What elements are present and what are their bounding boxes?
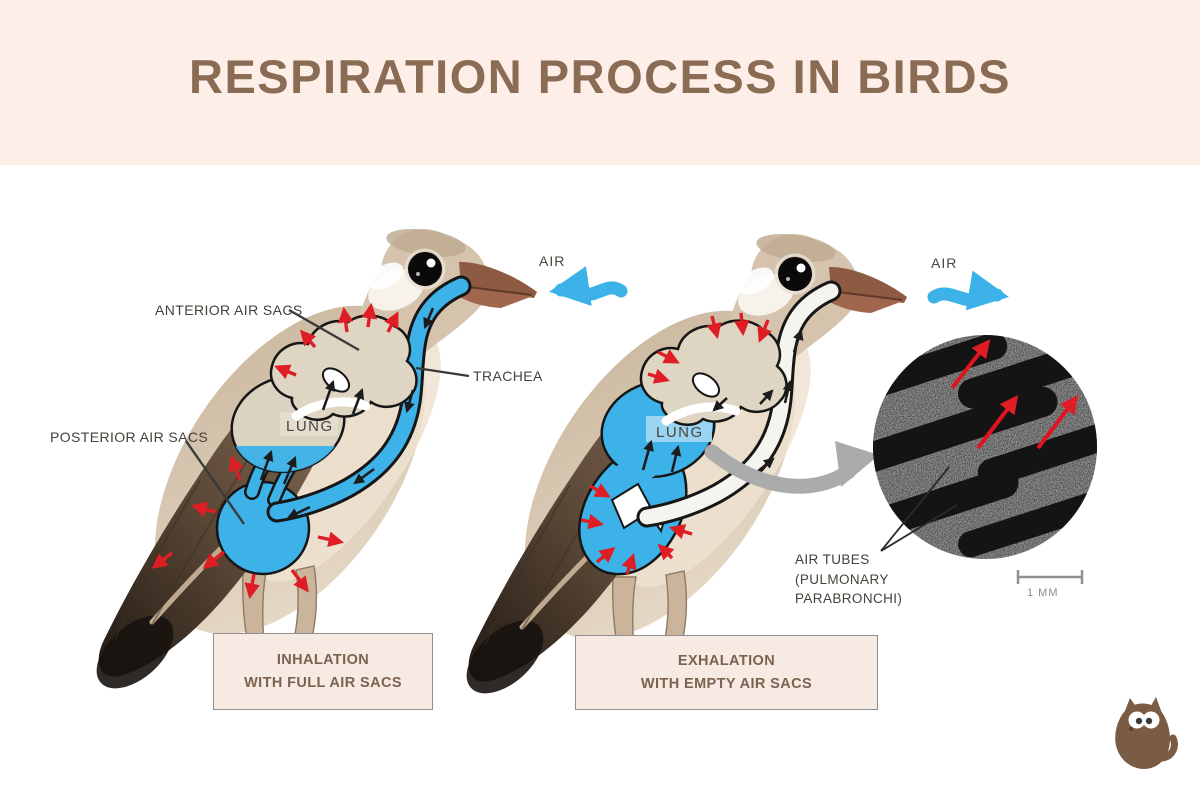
label-posterior-air-sacs: POSTERIOR AIR SACS	[50, 429, 209, 445]
scale-label: 1 MM	[1027, 587, 1059, 599]
air-out-arrow	[927, 270, 1009, 311]
label-lung-right: LUNG	[656, 424, 704, 441]
right-flow-arrows	[641, 328, 804, 474]
parabronchi-micrograph	[873, 335, 1097, 584]
label-lung-left: LUNG	[286, 418, 334, 435]
left-posterior-air-sac	[215, 480, 311, 576]
right-bird-illustration	[453, 230, 907, 708]
left-flow-arrows	[259, 307, 435, 519]
cat-logo	[1115, 697, 1178, 769]
label-air-out: AIR	[931, 255, 958, 271]
inhalation-caption-box: INHALATION WITH FULL AIR SACS	[213, 633, 433, 710]
exhalation-caption-box: EXHALATION WITH EMPTY AIR SACS	[575, 635, 878, 710]
left-red-arrows-outward	[151, 302, 399, 600]
inhalation-caption-line2: WITH FULL AIR SACS	[244, 674, 402, 691]
right-trachea	[636, 280, 842, 528]
page-title: RESPIRATION PROCESS IN BIRDS	[189, 50, 1011, 103]
air-tubes-pointer-lines	[880, 466, 958, 552]
label-anterior-air-sacs: ANTERIOR AIR SACS	[155, 302, 303, 318]
cat-body	[1115, 703, 1170, 769]
label-air-in: AIR	[539, 253, 566, 269]
inhalation-caption-line1: INHALATION	[276, 651, 370, 668]
header-band: RESPIRATION PROCESS IN BIRDS	[0, 0, 1200, 165]
right-red-arrows-inward	[580, 312, 772, 575]
label-trachea: TRACHEA	[473, 368, 543, 384]
exhalation-caption-line2: WITH EMPTY AIR SACS	[640, 675, 813, 692]
left-bird-illustration	[83, 225, 537, 703]
exhalation-caption-line1: EXHALATION	[677, 652, 776, 669]
micrograph-red-arrows	[950, 339, 1079, 450]
scale-bar	[1016, 570, 1084, 584]
air-in-arrow	[549, 266, 628, 306]
label-air-tubes: AIR TUBES (PULMONARY PARABRONCHI)	[795, 552, 903, 606]
magnifier-arrow	[704, 441, 879, 494]
label-pointer-lines	[185, 308, 470, 525]
